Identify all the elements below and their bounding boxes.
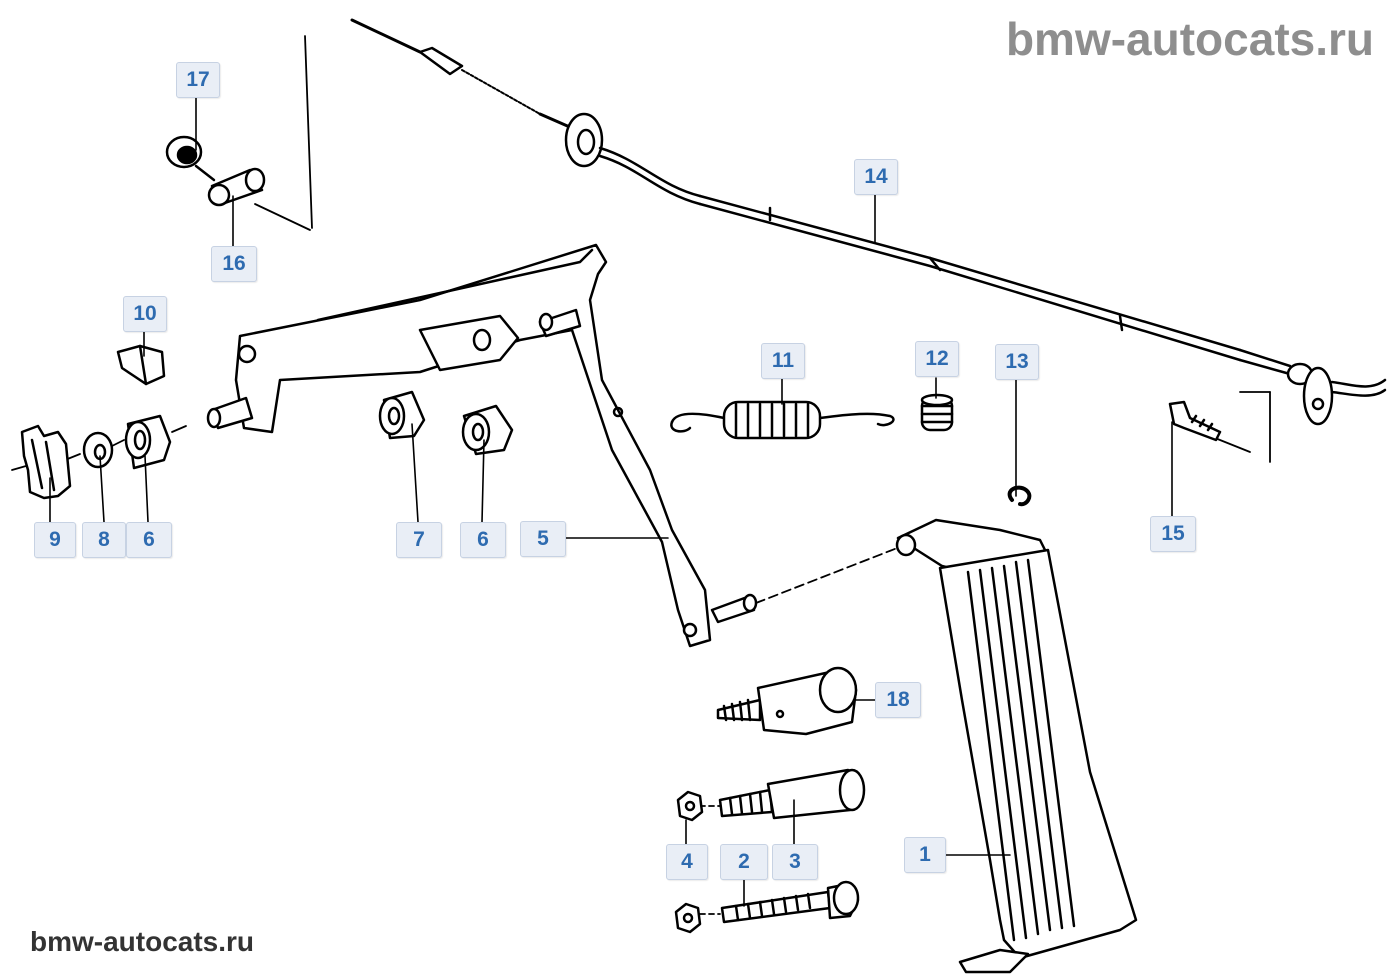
callout-3[interactable]: 3: [772, 844, 818, 880]
callout-7[interactable]: 7: [396, 522, 442, 558]
callout-1[interactable]: 1: [904, 837, 946, 873]
callout-15[interactable]: 15: [1150, 516, 1196, 552]
callout-8[interactable]: 8: [82, 522, 126, 558]
leader-lines: [49, 95, 1173, 907]
throttle-cable: [350, 18, 1387, 426]
clamp-bolt-16-shape: [194, 164, 266, 207]
circlip-13-shape: [1007, 485, 1032, 507]
callout-6-middle[interactable]: 6: [460, 522, 506, 558]
tension-spring-11-shape: [670, 400, 895, 440]
callout-10[interactable]: 10: [123, 296, 167, 332]
bushing-6-middle-shape: [461, 404, 514, 456]
nut-4-lower-shape: [674, 902, 702, 934]
callout-17[interactable]: 17: [176, 62, 220, 98]
callout-9[interactable]: 9: [34, 522, 76, 558]
accelerator-pedal-1-shape: [895, 518, 1138, 974]
bolt-15-shape: [1168, 400, 1222, 442]
bushing-6-left-shape: [124, 414, 172, 470]
nut-4-upper-shape: [676, 790, 704, 822]
bushing-7-shape: [378, 390, 426, 440]
pedal-stop-18-shape: [716, 666, 858, 736]
spring-12-shape: [920, 393, 954, 432]
stop-screw-2-shape: [720, 880, 860, 924]
callout-14[interactable]: 14: [854, 159, 898, 195]
pedal-lever-5-shape: [206, 243, 758, 648]
nut-17-shape: [165, 135, 203, 169]
callout-6-left[interactable]: 6: [126, 522, 172, 558]
washer-8-shape: [82, 431, 114, 469]
callout-12[interactable]: 12: [915, 341, 959, 377]
clip-10-shape: [116, 344, 166, 386]
callout-2[interactable]: 2: [720, 844, 768, 880]
spring-clip-9-shape: [20, 424, 72, 500]
callout-16[interactable]: 16: [211, 246, 257, 282]
callout-18[interactable]: 18: [875, 682, 921, 718]
callout-4[interactable]: 4: [666, 844, 708, 880]
callout-11[interactable]: 11: [761, 343, 805, 379]
callout-13[interactable]: 13: [995, 344, 1039, 380]
callout-5[interactable]: 5: [520, 521, 566, 557]
adjusting-bolt-3-shape: [718, 768, 866, 820]
watermark-top: bmw-autocats.ru: [1005, 13, 1374, 65]
watermark-bottom: bmw-autocats.ru: [30, 926, 255, 957]
